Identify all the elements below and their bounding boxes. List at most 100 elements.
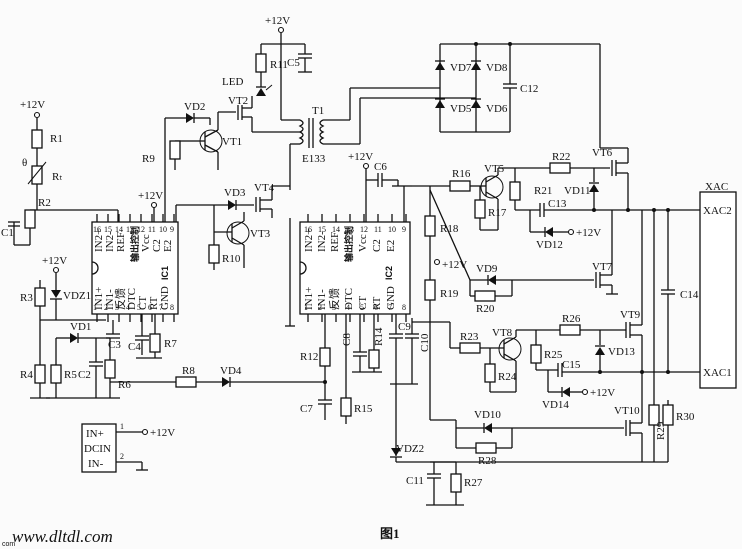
r29-resistor [648, 404, 660, 426]
t1-supply-label: +12V [265, 15, 290, 27]
r16-label: R16 [452, 168, 471, 180]
ic2-in1p: IN1+ [303, 287, 315, 310]
ic2-pin-2: 2 [318, 303, 322, 312]
vd1-label: VD1 [70, 321, 91, 333]
vd10-label: VD10 [474, 409, 501, 421]
r23-label: R23 [460, 331, 479, 343]
r18-label: R18 [440, 223, 459, 235]
r22-resistor [549, 162, 571, 174]
r17-label: R17 [488, 207, 507, 219]
r5-label: R5 [64, 369, 77, 381]
vd4-label: VD4 [220, 365, 242, 377]
ic1-pin-13: 13 [126, 225, 134, 234]
r7-label: R7 [164, 338, 177, 350]
vt1-vt2-branch: VD2 VT1 R9 VT2 LED R11 +12V [142, 15, 312, 222]
r24-resistor [484, 363, 496, 383]
r14-resistor [368, 349, 380, 369]
c8-label: C8 [341, 333, 353, 346]
dcin-pin1: 1 [120, 422, 124, 431]
vd7-label: VD7 [450, 62, 472, 74]
vt3-vt4-branch: +12V VD3 VT4 VT3 R10 [138, 182, 290, 270]
ic2-pin-14: 14 [332, 225, 340, 234]
r12-resistor [319, 347, 331, 367]
ic2-pin-13: 13 [346, 225, 354, 234]
ic1-in2m: IN2- [104, 231, 116, 252]
r2-label: R2 [38, 197, 51, 209]
vd12-label: VD12 [536, 239, 563, 251]
ic2-pin-6: 6 [374, 303, 378, 312]
ic1-pin-12: 12 [137, 225, 145, 234]
r18-resistor [424, 215, 436, 237]
ic1-vcc: Vcc [140, 234, 152, 252]
vt2-label: VT2 [228, 95, 248, 107]
r20-resistor [474, 290, 496, 302]
r2-resistor [24, 209, 36, 229]
r5-resistor [50, 364, 62, 384]
r9-label: R9 [142, 153, 155, 165]
xac-title: XAC [705, 181, 728, 193]
c14-label: C14 [680, 289, 699, 301]
r19-label: R19 [440, 288, 459, 300]
vt5-label: VT5 [484, 163, 505, 175]
ic2-c2: C2 [371, 239, 383, 252]
rt-label: Rₜ [52, 171, 63, 183]
ic1-pin-3: 3 [115, 303, 119, 312]
c2-label: C2 [78, 369, 91, 381]
ic2-vcc: Vcc [357, 234, 369, 252]
r4-resistor [34, 364, 46, 384]
ic2-dtc: DTC [343, 288, 355, 310]
ic2-pin-8: 8 [402, 303, 406, 312]
r21-label: R21 [534, 185, 552, 197]
ic2-supply-label: +12V [348, 151, 373, 163]
led-label: LED [222, 76, 243, 88]
r30-resistor [662, 404, 674, 426]
ic2-pin-11: 11 [374, 225, 382, 234]
ic2-bottom-network: R12 C7 R15 C8 R14 C9 C10 [300, 314, 431, 424]
ic2-pin-4: 4 [346, 303, 350, 312]
vd9-label: VD9 [476, 263, 498, 275]
lower-output-stage: R23 VT8 R24 R25 R26 VT9 VD13 [430, 210, 700, 467]
dcin-name: DCIN [84, 443, 111, 455]
ic2-pin-10: 10 [388, 225, 396, 234]
ic2-pin-9: 9 [402, 225, 406, 234]
r4-label: R4 [20, 369, 33, 381]
vt10-label: VT10 [614, 405, 640, 417]
vdz1-supply-label: +12V [42, 255, 67, 267]
xac2-label: XAC2 [703, 205, 732, 217]
ic1-in2p: IN2+ [93, 229, 105, 252]
transformer-t1: T1 E133 [281, 87, 460, 190]
vt4-label: VT4 [254, 182, 275, 194]
bridge-rectifier: VD7 VD8 VD5 VD6 C12 [435, 42, 612, 149]
xac1-label: XAC1 [703, 367, 732, 379]
t1-label: T1 [312, 105, 324, 117]
dcin-in-minus: IN- [88, 458, 104, 470]
r8-vd4-link: R8 VD4 [110, 365, 327, 388]
ic2-outctl: 输出控制 [343, 226, 354, 262]
vdz2-label: VDZ2 [396, 443, 424, 455]
dcin-pin2: 2 [120, 452, 124, 461]
ic2-in1m: IN1- [316, 289, 328, 310]
r29-label: R29 [655, 421, 667, 440]
c4-label: C4 [128, 341, 141, 353]
r25-resistor [530, 344, 542, 364]
ic1-in1m: IN1- [104, 289, 116, 310]
vd6-label: VD6 [486, 103, 508, 115]
r11-resistor [255, 53, 267, 73]
r25-label: R25 [544, 349, 563, 361]
ic2-ref: REF [329, 232, 341, 252]
theta-label: θ [22, 157, 27, 169]
r8-resistor [175, 376, 197, 388]
vd1-r5-c2-network: VD1 R5 C2 R6 C3 [46, 320, 131, 399]
r18-r19-rail: R18 +12V R19 [412, 186, 467, 421]
vt6-label: VT6 [592, 147, 613, 159]
e133-label: E133 [302, 153, 326, 165]
r16-resistor [449, 180, 471, 192]
ic2-in2p: IN2+ [303, 229, 315, 252]
watermark: www.dltdl.com [12, 527, 113, 546]
c3-label: C3 [108, 339, 121, 351]
r28-label: R28 [478, 455, 497, 467]
r1-supply-label: +12V [20, 99, 45, 111]
